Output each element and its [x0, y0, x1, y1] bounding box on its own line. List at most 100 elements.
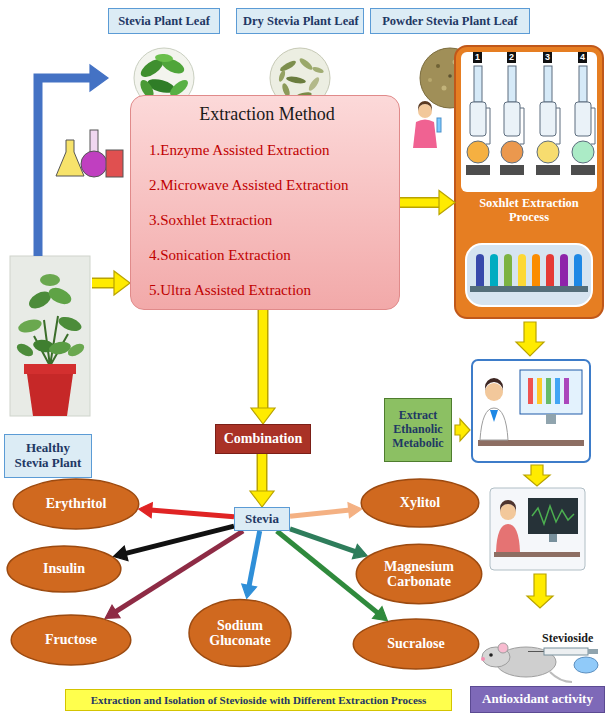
- arrow-head: [139, 503, 153, 518]
- box-label: Stevia: [245, 512, 279, 527]
- ellipse-label: Erythritol: [46, 496, 107, 511]
- lab-computer-picture: [537, 378, 542, 404]
- product-ellipse: Insulin: [6, 545, 122, 593]
- soxhlet-panel: [560, 254, 568, 290]
- dry-leaf-picture: [312, 66, 325, 75]
- ellipse-label: Sucralose: [387, 636, 445, 651]
- researcher-picture: [532, 506, 574, 524]
- soxhlet-panel: [500, 165, 524, 175]
- soxhlet-panel: [544, 66, 552, 102]
- mouse-injection-picture: [489, 653, 493, 657]
- connector-outline: [400, 197, 441, 208]
- soxhlet-panel: [504, 102, 520, 136]
- chemist-figure: [437, 118, 441, 132]
- soxhlet-panel: [574, 254, 582, 290]
- result-box: Antioxidant activity: [470, 686, 605, 713]
- soxhlet-panel: [476, 254, 484, 290]
- stevia-plant-photo: [10, 256, 90, 416]
- soxhlet-panel: [508, 66, 516, 102]
- ellipse-outline: [353, 619, 478, 669]
- connector-outline: [258, 310, 269, 410]
- lab-computer-picture: [528, 378, 533, 404]
- soxhlet-panel: [470, 102, 486, 136]
- connector-arrow: [92, 271, 130, 295]
- flow-arrow: [524, 465, 550, 486]
- soxhlet-panel: [474, 66, 482, 102]
- stevia-plant-photo: [66, 341, 87, 359]
- arrow-head: [242, 584, 257, 598]
- researcher-picture: [528, 498, 578, 534]
- soxhlet-panel: [455, 46, 603, 318]
- extract-box: Extract Ethanolic Metabolic: [384, 398, 452, 462]
- stevia-plant-photo: [10, 256, 90, 416]
- connector-line: [249, 531, 260, 587]
- product-ellipse: Xylitol: [360, 478, 480, 528]
- powder-leaf-picture: [428, 78, 432, 82]
- soxhlet-panel: [579, 66, 587, 102]
- flask-picture: [56, 140, 84, 176]
- soxhlet-panel: [571, 165, 595, 175]
- method-item: 4.Sonication Extraction: [149, 247, 291, 264]
- connector-line: [290, 510, 350, 516]
- process-panel: Soxhlet Extraction Process: [455, 46, 603, 318]
- arrow-head: [348, 503, 362, 518]
- ellipse-outline: [189, 599, 291, 666]
- plant-card: Healthy Stevia Plant: [4, 256, 92, 478]
- product-ellipse: Sucralose: [352, 618, 480, 670]
- connector-line: [115, 531, 243, 612]
- mouse-injection-picture: [481, 657, 485, 661]
- ellipse-label: Insulin: [43, 561, 85, 576]
- mouse-injection-picture: [550, 672, 572, 682]
- method-item: 1.Enzyme Assisted Extraction: [149, 142, 329, 159]
- lab-computer-picture: [485, 378, 503, 391]
- researcher-picture: [496, 524, 520, 552]
- product-ellipse: Erythritol: [12, 478, 140, 530]
- ellipse-outline: [13, 479, 138, 529]
- flask-picture: [90, 130, 98, 152]
- powder-leaf-picture: [448, 74, 452, 78]
- product-ellipse: Sodium Gluconate: [188, 598, 292, 668]
- stevia-box: Stevia: [234, 507, 290, 531]
- lab-computer-picture: [485, 383, 503, 401]
- callout-number: 3: [543, 52, 552, 63]
- mouse-injection-picture: [574, 657, 598, 673]
- arrow-head: [114, 271, 130, 295]
- researcher-picture: [549, 534, 557, 542]
- flow-arrow: [516, 322, 544, 356]
- leaf-label: Powder Stevia Plant Leaf: [370, 8, 530, 34]
- product-ellipse: Magnesium Carbonate: [355, 543, 483, 605]
- researcher-picture: [500, 504, 516, 520]
- chemist-figure: [413, 101, 441, 148]
- dry-leaf-picture: [298, 57, 314, 72]
- fresh-leaf-picture: [155, 53, 174, 63]
- box-label: Combination: [224, 431, 303, 447]
- researcher-picture: [490, 488, 585, 570]
- lab-computer-picture: [564, 378, 569, 404]
- connector-line: [400, 199, 441, 207]
- product-ellipse: Fructose: [10, 614, 132, 666]
- soxhlet-panel: [466, 165, 490, 175]
- method-item: 2.Microwave Assisted Extraction: [149, 177, 349, 194]
- connector-arrow: [400, 191, 455, 215]
- soxhlet-panel: [536, 165, 560, 175]
- callout-number: 2: [507, 52, 516, 63]
- connector-line: [150, 510, 234, 517]
- connector-arrow: [139, 503, 234, 518]
- lab-computer-picture: [478, 440, 584, 446]
- dry-leaf-picture: [286, 75, 307, 84]
- mouse-injection-picture: [588, 649, 598, 654]
- powder-leaf-picture: [442, 86, 447, 91]
- ellipse-label: Magnesium Carbonate: [374, 559, 464, 590]
- ellipse-outline: [356, 544, 481, 604]
- box-label: Antioxidant activity: [482, 692, 593, 707]
- lab-computer-picture: [472, 360, 590, 462]
- connector-outline: [92, 278, 116, 289]
- chemist-figure: [418, 101, 432, 111]
- arrow-head: [251, 408, 275, 424]
- connector-outline: [257, 454, 268, 493]
- arrow-head: [105, 605, 120, 618]
- soxhlet-panel: [486, 108, 490, 144]
- connector-line: [38, 78, 92, 256]
